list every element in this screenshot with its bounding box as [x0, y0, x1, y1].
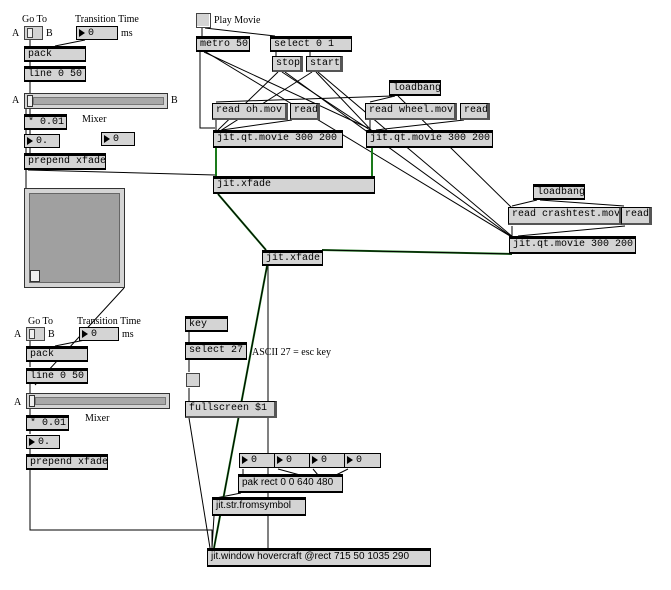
start-message[interactable]: start [306, 56, 343, 72]
switch-knob-icon [29, 329, 35, 339]
slider-thumb-icon [29, 395, 35, 407]
play-movie-toggle[interactable] [196, 13, 211, 28]
a-label-1: A [12, 28, 20, 39]
jit-qt-movie-3[interactable]: jit.qt.movie 300 200 [509, 236, 636, 254]
b-label-1: B [46, 28, 53, 39]
ascii-comment: ASCII 27 = esc key [252, 347, 331, 358]
transition-time-number-1[interactable]: 0 [76, 26, 118, 40]
loadbang-object-1[interactable]: loadbang [389, 80, 441, 96]
crossfade-slider-2[interactable] [26, 393, 170, 409]
crossfade-slider-1[interactable] [24, 93, 168, 109]
number-arrow-icon [104, 135, 110, 143]
crossfade-pad[interactable] [24, 188, 125, 288]
switch-knob-icon [27, 28, 33, 38]
transition-time-number-2[interactable]: 0 [79, 327, 119, 341]
pack-object-1[interactable]: pack [24, 46, 86, 62]
select-27-object[interactable]: select 27 [185, 342, 247, 360]
slider-thumb-icon [27, 95, 33, 107]
number-arrow-icon [312, 456, 318, 464]
pad-thumb-icon [30, 270, 40, 282]
ab-switch-1[interactable] [24, 26, 43, 40]
jit-qt-movie-2[interactable]: jit.qt.movie 300 200 [366, 130, 493, 148]
fullscreen-toggle[interactable] [186, 373, 200, 387]
rect-number-2[interactable]: 0 [274, 453, 310, 468]
goto-label-2: Go To [28, 316, 53, 327]
float-number-2[interactable]: 0. [26, 435, 60, 449]
ms-label-2: ms [122, 329, 134, 340]
number-arrow-icon [82, 330, 88, 338]
read-oh-message[interactable]: read oh.mov [212, 103, 288, 120]
rect-number-1[interactable]: 0 [239, 453, 275, 468]
line-object-1[interactable]: line 0 50 [24, 66, 86, 82]
jit-xfade-2[interactable]: jit.xfade [262, 250, 323, 266]
goto-label-1: Go To [22, 14, 47, 25]
pack-object-2[interactable]: pack [26, 346, 88, 362]
mixer-number-1[interactable]: 0 [101, 132, 135, 146]
line-object-2[interactable]: line 0 50 [26, 368, 88, 384]
loadbang-object-2[interactable]: loadbang [533, 184, 585, 200]
prepend-xfade-object-1[interactable]: prepend xfade [24, 153, 106, 170]
prepend-xfade-object-2[interactable]: prepend xfade [26, 454, 108, 470]
multiply-object-1[interactable]: * 0.01 [24, 114, 67, 130]
mixer-label-2: Mixer [85, 413, 110, 424]
a-label-2: A [14, 329, 22, 340]
number-arrow-icon [27, 137, 33, 145]
slider-a-label-1: A [12, 95, 20, 106]
read-message-3[interactable]: read [621, 207, 652, 225]
number-arrow-icon [242, 456, 248, 464]
slider-b-label-1: B [171, 95, 178, 106]
multiply-object-2[interactable]: * 0.01 [26, 415, 69, 431]
metro-object[interactable]: metro 50 [196, 36, 250, 52]
number-arrow-icon [347, 456, 353, 464]
jit-str-fromsymbol-object[interactable]: jit.str.fromsymbol [212, 497, 306, 516]
read-crashtest-message[interactable]: read crashtest.mov [508, 207, 622, 225]
slider-a-label-2: A [14, 397, 22, 408]
select-01-object[interactable]: select 0 1 [270, 36, 352, 52]
jit-xfade-1[interactable]: jit.xfade [213, 176, 375, 194]
transition-time-label-1: Transition Time [75, 14, 139, 25]
number-arrow-icon [79, 29, 85, 37]
mixer-label-1: Mixer [82, 114, 107, 125]
transition-time-label-2: Transition Time [77, 316, 141, 327]
jit-qt-movie-1[interactable]: jit.qt.movie 300 200 [213, 130, 343, 148]
rect-number-3[interactable]: 0 [309, 453, 345, 468]
number-arrow-icon [29, 438, 35, 446]
ms-label-1: ms [121, 28, 133, 39]
read-wheel-message[interactable]: read wheel.mov [365, 103, 457, 120]
key-object[interactable]: key [185, 316, 228, 332]
play-movie-label: Play Movie [214, 15, 261, 26]
pak-rect-object[interactable]: pak rect 0 0 640 480 [238, 474, 343, 493]
read-message-2[interactable]: read [460, 103, 490, 120]
float-number-1[interactable]: 0. [24, 134, 60, 148]
ab-switch-2[interactable] [26, 327, 45, 341]
b-label-2: B [48, 329, 55, 340]
fullscreen-message[interactable]: fullscreen $1 [185, 401, 277, 418]
jit-window-object[interactable]: jit.window hovercraft @rect 715 50 1035 … [207, 548, 431, 567]
read-message-1[interactable]: read [290, 103, 320, 120]
rect-number-4[interactable]: 0 [344, 453, 381, 468]
number-arrow-icon [277, 456, 283, 464]
stop-message[interactable]: stop [272, 56, 303, 72]
